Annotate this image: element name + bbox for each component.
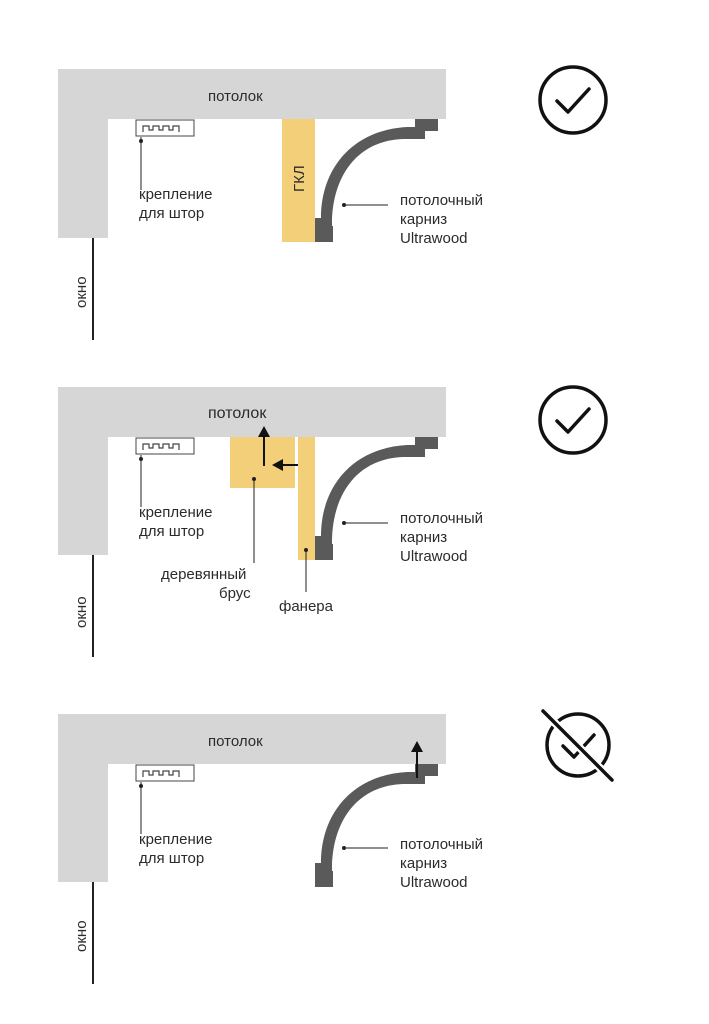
ceiling-label: потолок [208, 405, 267, 422]
cornice-profile [315, 119, 438, 242]
cornice-leader-dot [342, 846, 346, 850]
wooden-beam [230, 437, 295, 488]
cornice-profile [315, 764, 438, 887]
cornice-label-2: карниз [400, 211, 447, 228]
check-circle-icon [538, 385, 608, 455]
beam-leader-dot [252, 477, 256, 481]
curtain-leader-dot [139, 139, 143, 143]
check-circle-icon [538, 65, 608, 135]
cornice-label-2: карниз [400, 855, 447, 872]
plywood-label: фанера [279, 598, 334, 615]
gkl-label: ГКЛ [291, 165, 308, 192]
ceiling-label: потолок [208, 733, 263, 750]
window-label: окно [73, 920, 90, 952]
curtain-label-2: для штор [139, 850, 204, 867]
cornice-profile [315, 437, 438, 560]
panel-3: окно потолок крепление для штор потолочн… [58, 708, 615, 984]
plywood-leader-dot [304, 548, 308, 552]
curtain-track [135, 437, 195, 455]
curtain-leader-dot [139, 457, 143, 461]
cornice-leader-dot [342, 203, 346, 207]
cornice-label-3: Ultrawood [400, 548, 468, 565]
curtain-leader-dot [139, 784, 143, 788]
cornice-label-2: карниз [400, 529, 447, 546]
curtain-label-1: крепление [139, 186, 212, 203]
curtain-label-2: для штор [139, 205, 204, 222]
cornice-label-1: потолочный [400, 836, 483, 853]
arrow-left-icon [272, 459, 283, 471]
beam-label-1: деревянный [161, 566, 246, 583]
cornice-label-1: потолочный [400, 510, 483, 527]
beam-label-2: брус [219, 585, 251, 602]
ceiling-wall [58, 714, 446, 882]
plywood-strip [298, 437, 315, 560]
curtain-track [135, 764, 195, 782]
cornice-label-1: потолочный [400, 192, 483, 209]
ceiling-label: потолок [208, 88, 263, 105]
arrow-up-icon [411, 741, 423, 752]
ceiling-wall [58, 69, 446, 238]
panel-1: окно потолок крепление для штор ГКЛ пото… [58, 65, 608, 340]
cornice-label-3: Ultrawood [400, 874, 468, 891]
curtain-label-1: крепление [139, 504, 212, 521]
crossed-check-circle-icon [540, 708, 615, 783]
gkl-board [282, 119, 315, 242]
curtain-label-2: для штор [139, 523, 204, 540]
panel-2: окно потолок крепление для штор деревянн… [58, 385, 608, 657]
window-label: окно [73, 596, 90, 628]
cornice-leader-dot [342, 521, 346, 525]
curtain-label-1: крепление [139, 831, 212, 848]
window-label: окно [73, 276, 90, 308]
cornice-label-3: Ultrawood [400, 230, 468, 247]
ceiling-wall [58, 387, 446, 555]
arrow-up-icon [258, 426, 270, 437]
curtain-track [135, 119, 195, 137]
